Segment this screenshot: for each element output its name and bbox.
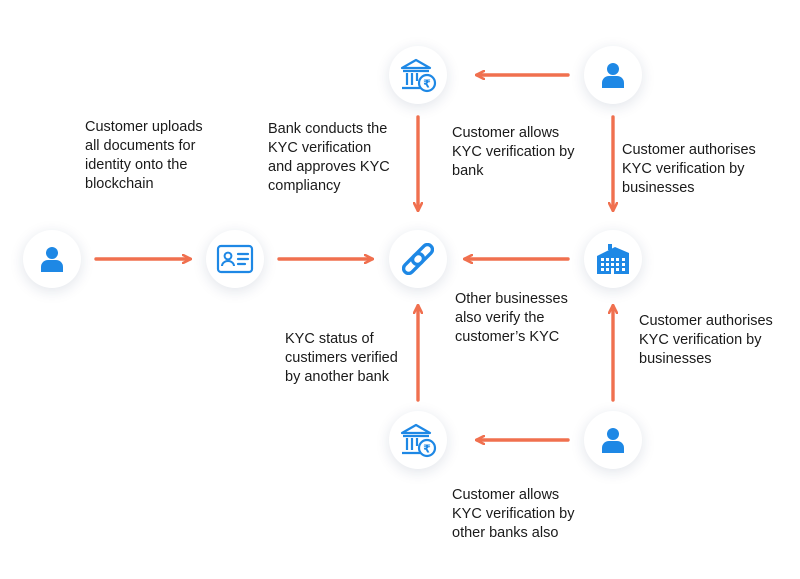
label-customer-allows-bank: Customer allows KYC verification by bank (452, 125, 575, 179)
id-card-node (206, 230, 264, 288)
building-icon (597, 244, 629, 274)
customer-node-left (23, 230, 81, 288)
label-customer-authorises-top: Customer authorises KYC verification by … (622, 142, 756, 196)
label-customer-authorises-bottom: Customer authorises KYC verification by … (639, 313, 773, 367)
label-bank-conducts: Bank conducts the KYC verification and a… (268, 121, 390, 194)
bank-node-top: ₹ (389, 46, 447, 104)
bank-rupee-icon: ₹ (400, 423, 437, 458)
link-icon (402, 243, 434, 275)
label-customer-allows-other-banks: Customer allows KYC verification by othe… (452, 487, 575, 541)
user-icon (41, 247, 63, 272)
bank-rupee-icon: ₹ (400, 58, 437, 93)
user-icon (602, 63, 624, 88)
label-other-businesses: Other businesses also verify the custome… (455, 291, 568, 345)
svg-text:₹: ₹ (423, 78, 431, 91)
bank-node-bottom: ₹ (389, 411, 447, 469)
customer-node-top (584, 46, 642, 104)
id-card-icon (216, 244, 254, 274)
label-kyc-status-verified: KYC status of custimers verified by anot… (285, 331, 398, 385)
blockchain-node (389, 230, 447, 288)
svg-text:₹: ₹ (423, 443, 431, 456)
customer-node-bottom (584, 411, 642, 469)
label-customer-uploads: Customer uploads all documents for ident… (85, 119, 203, 192)
business-node (584, 230, 642, 288)
user-icon (602, 428, 624, 453)
